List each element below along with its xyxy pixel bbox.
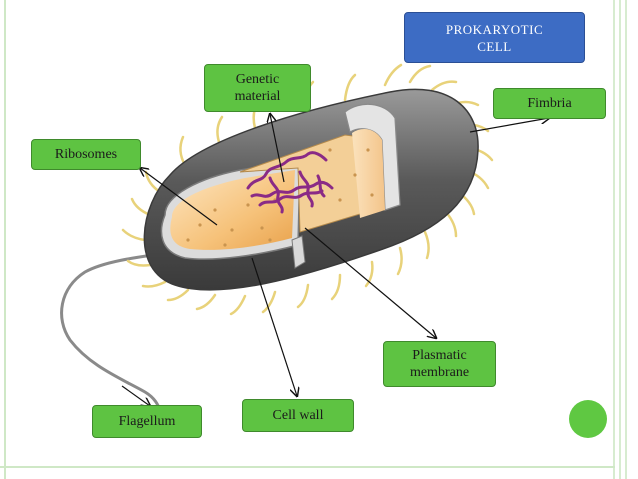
flagellum-tail [60, 246, 202, 412]
label-ribosomes: Ribosomes [31, 139, 141, 170]
cytoplasm [170, 170, 295, 250]
ribosome-dots [186, 148, 374, 247]
label-genetic-material: Genetic material [204, 64, 311, 112]
leader-lines [121, 114, 549, 406]
slide-frame-left [4, 0, 6, 479]
genetic-material-dna [246, 151, 334, 214]
label-flagellum: Flagellum [92, 405, 202, 438]
diagram-title: PROKARYOTIC CELL [404, 12, 585, 63]
slide-frame-bottom [0, 466, 615, 468]
label-plasmatic-membrane: Plasmatic membrane [383, 341, 496, 387]
cell-wall-pointer [251, 257, 297, 396]
decorative-green-circle [569, 400, 607, 438]
label-fimbria: Fimbria [493, 88, 606, 119]
fimbria-pointer [469, 118, 549, 133]
genetic-material-pointer [270, 114, 285, 183]
slide-frame-right [625, 0, 627, 479]
flagellum-pointer [121, 385, 150, 406]
ribosomes-pointer [140, 168, 218, 226]
membrane-fold [291, 235, 306, 269]
plasmatic-membrane-pointer [304, 227, 436, 338]
slide-frame-right [619, 0, 621, 479]
slide-frame-right [613, 0, 615, 479]
cell-end-cap-inner [352, 128, 385, 218]
label-cell-wall: Cell wall [242, 399, 354, 432]
